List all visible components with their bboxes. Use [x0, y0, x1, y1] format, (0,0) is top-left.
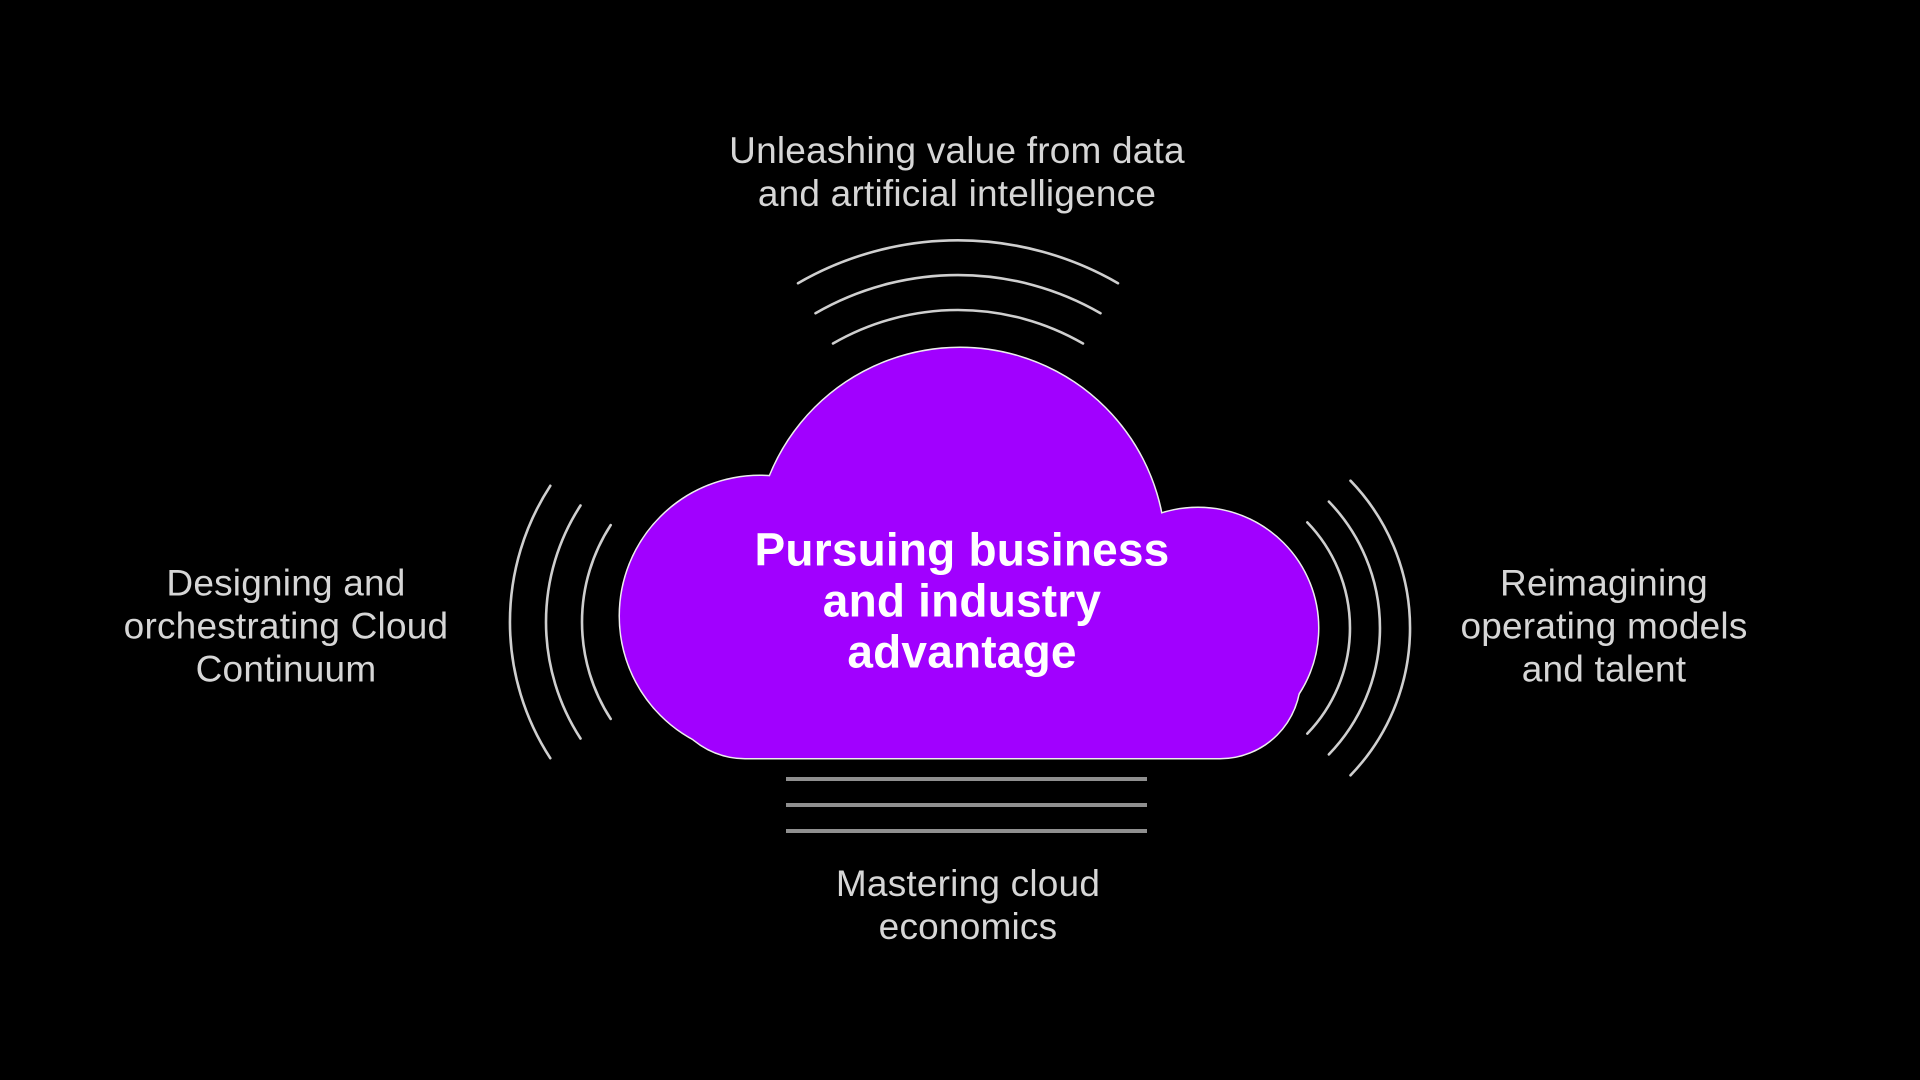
bottom-line-2: [786, 803, 1147, 807]
label-line: operating models: [1460, 605, 1748, 647]
cloud-title-line: and industry: [822, 574, 1102, 627]
top-arc-outer-icon: [796, 239, 1120, 285]
label-top: Unleashing value from data and artificia…: [729, 129, 1185, 215]
label-line: economics: [878, 906, 1058, 947]
label-line: and talent: [1521, 648, 1687, 690]
label-line: Designing and: [166, 562, 406, 604]
left-arc-middle-icon: [544, 504, 582, 740]
left-arc-inner-icon: [580, 523, 612, 721]
left-arcs: [508, 484, 612, 760]
label-bottom: Mastering cloud economics: [836, 862, 1100, 948]
label-line: Reimagining: [1500, 562, 1708, 604]
signal-arcs: [508, 239, 1412, 777]
label-line: orchestrating Cloud: [123, 605, 449, 647]
top-arcs: [796, 239, 1120, 345]
cloud-title: Pursuing business and industry advantage: [754, 523, 1170, 678]
top-arc-inner-icon: [831, 308, 1085, 345]
right-arc-middle-icon: [1327, 500, 1382, 756]
left-arc-outer-icon: [508, 484, 552, 760]
label-right: Reimagining operating models and talent: [1460, 562, 1747, 691]
cloud-icon: [618, 346, 1320, 760]
bottom-lines: [786, 777, 1147, 833]
cloud-title-line: Pursuing business: [754, 523, 1170, 576]
cloud-title-line: advantage: [847, 625, 1077, 678]
bottom-line-3: [786, 829, 1147, 833]
label-line: Continuum: [195, 648, 377, 690]
label-line: and artificial intelligence: [757, 173, 1157, 214]
cloud-fill-layer: [620, 348, 1318, 758]
label-left: Designing and orchestrating Cloud Contin…: [124, 562, 449, 691]
right-arc-inner-icon: [1306, 521, 1352, 735]
cloud-base-fill: [665, 592, 1300, 758]
right-arcs: [1306, 479, 1412, 777]
right-arc-outer-icon: [1349, 479, 1412, 777]
label-line: Unleashing value from data: [729, 130, 1185, 171]
top-arc-middle-icon: [814, 273, 1102, 315]
label-line: Mastering cloud: [835, 863, 1101, 904]
bottom-line-1: [786, 777, 1147, 781]
